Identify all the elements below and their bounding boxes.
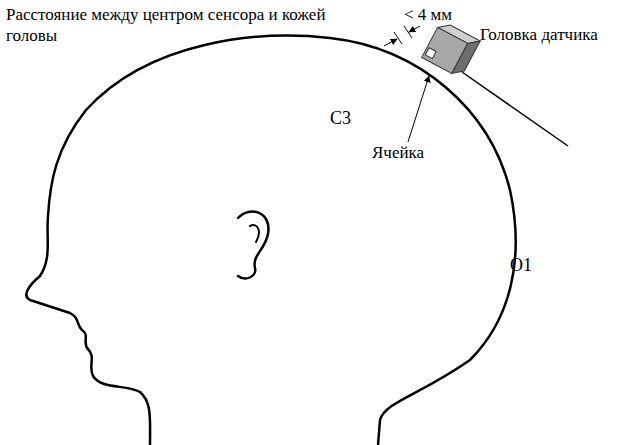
head-outline bbox=[26, 36, 515, 445]
electrode-label: O1 bbox=[510, 255, 532, 276]
sensor-head bbox=[422, 20, 481, 78]
dimension-note: Расстояние между центром сенсора и кожей… bbox=[6, 4, 326, 46]
ear bbox=[238, 211, 268, 278]
dimension-value: < 4 мм bbox=[404, 4, 452, 25]
part-name: Ячейка bbox=[372, 142, 424, 163]
leader-line bbox=[408, 76, 429, 142]
dimension-tick bbox=[394, 32, 402, 44]
sensor-cable bbox=[462, 72, 568, 146]
dimension-tick bbox=[404, 26, 412, 38]
electrode-label: C3 bbox=[330, 108, 351, 129]
dimension-arrow bbox=[384, 39, 397, 46]
dimension-arrow bbox=[409, 26, 420, 32]
ear-inner bbox=[250, 225, 259, 242]
part-name: Головка датчика bbox=[480, 24, 598, 45]
